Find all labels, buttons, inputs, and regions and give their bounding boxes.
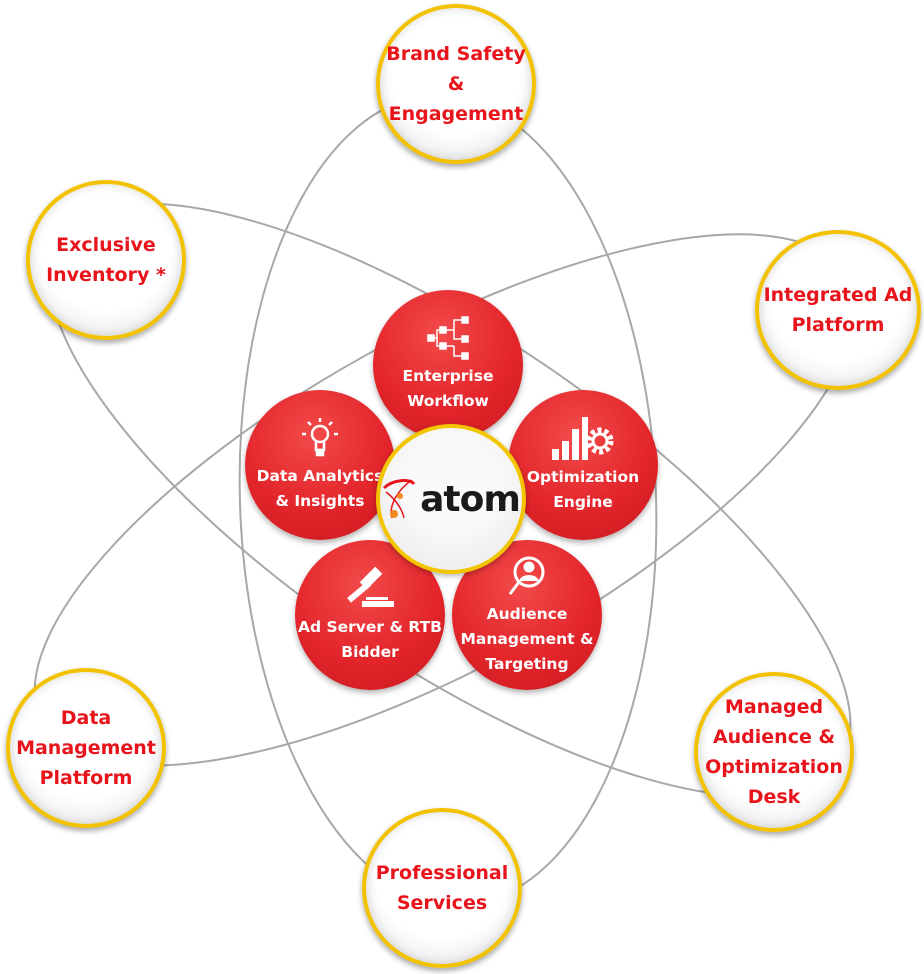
- node-data-analytics: Data Analytics & Insights: [245, 390, 395, 540]
- user-search-icon: [508, 556, 545, 595]
- node-professional-services: Professional Services: [362, 808, 522, 968]
- node-integrated-ad-platform: Integrated Ad Platform: [755, 230, 921, 390]
- node-optimization-engine: Optimization Engine: [508, 390, 658, 540]
- node-label: Optimization Engine: [526, 468, 640, 511]
- atom-logo: atom: [376, 424, 526, 574]
- node-ad-server-rtb: Ad Server & RTB Bidder: [295, 540, 445, 690]
- lightbulb-icon: [302, 418, 338, 457]
- node-label: Enterprise Workflow: [402, 367, 494, 410]
- node-label: Exclusive Inventory *: [46, 234, 166, 286]
- node-label: Data Analytics & Insights: [256, 467, 384, 510]
- node-managed-audience: Managed Audience & Optimization Desk: [694, 672, 854, 832]
- node-label: Audience Management & Targeting: [460, 604, 594, 673]
- chart-gear-icon: [552, 417, 614, 460]
- logo-wordmark: atom: [420, 478, 521, 520]
- hierarchy-icon: [427, 316, 469, 360]
- atom-orbit-icon: [383, 479, 416, 519]
- node-brand-safety: Brand Safety & Engagement: [376, 4, 536, 164]
- node-label: Professional Services: [375, 862, 509, 914]
- node-data-management-platform: Data Management Platform: [6, 668, 166, 828]
- node-label: Brand Safety & Engagement: [386, 43, 526, 125]
- node-exclusive-inventory: Exclusive Inventory *: [26, 180, 186, 340]
- node-label: Data Management Platform: [16, 707, 156, 789]
- gavel-icon: [347, 566, 394, 607]
- node-label: Integrated Ad Platform: [763, 284, 913, 336]
- node-enterprise-workflow: Enterprise Workflow: [373, 290, 523, 440]
- node-label: Managed Audience & Optimization Desk: [705, 696, 843, 808]
- node-label: Ad Server & RTB Bidder: [297, 618, 442, 661]
